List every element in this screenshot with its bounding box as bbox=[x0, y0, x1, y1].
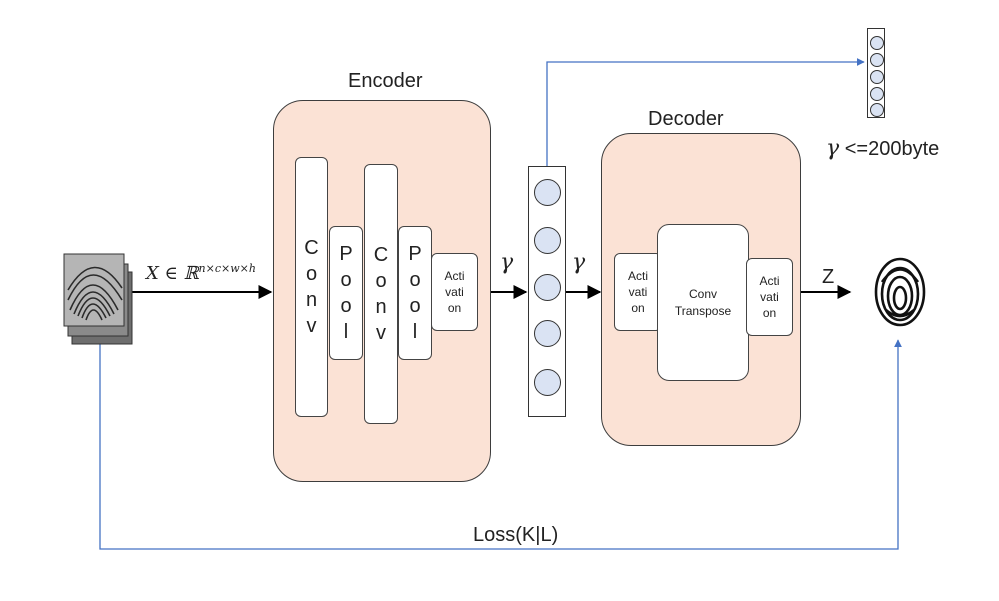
decoder-title: Decoder bbox=[648, 108, 724, 130]
latent-label-right: γ bbox=[572, 250, 586, 275]
code-node bbox=[870, 103, 884, 117]
encoder-title: Encoder bbox=[348, 70, 423, 92]
decoder-conv-transpose: Conv Transpose bbox=[657, 224, 749, 381]
code-size-text: <=200byte bbox=[844, 138, 940, 160]
loss-label: Loss(K|L) bbox=[473, 524, 559, 546]
code-extraction-arrow bbox=[546, 58, 865, 166]
code-size-symbol: γ bbox=[826, 136, 840, 161]
latent-node bbox=[534, 179, 561, 206]
input-label: X ∈ ℝn×c×w×h bbox=[146, 262, 256, 284]
latent-node bbox=[534, 227, 561, 254]
encoder-pool-layer-2: P o o l bbox=[398, 226, 432, 360]
input-label-superscript: n×c×w×h bbox=[198, 262, 256, 275]
output-label: Z bbox=[822, 266, 835, 288]
loss-feedback-arrow bbox=[99, 339, 902, 550]
latent-node bbox=[534, 369, 561, 396]
code-node bbox=[870, 36, 884, 50]
input-fingerprint-stack bbox=[62, 250, 134, 346]
code-node bbox=[870, 87, 884, 101]
decoder-activation-left: Acti vati on bbox=[614, 253, 662, 331]
code-node bbox=[870, 70, 884, 84]
code-size-note: γ <=200byte bbox=[826, 136, 939, 161]
input-label-base: X ∈ ℝ bbox=[146, 263, 199, 284]
decoder-activation-right: Acti vati on bbox=[746, 258, 793, 336]
latent-node bbox=[534, 320, 561, 347]
encoder-activation-layer: Acti vati on bbox=[431, 253, 478, 331]
encoder-conv-layer-1: C o n v bbox=[295, 157, 328, 417]
code-vector bbox=[867, 28, 885, 118]
latent-vector bbox=[528, 166, 566, 417]
latent-node bbox=[534, 274, 561, 301]
encoder-conv-layer-2: C o n v bbox=[364, 164, 398, 424]
encoder-pool-layer-1: P o o l bbox=[329, 226, 363, 360]
latent-label-left: γ bbox=[500, 250, 514, 275]
code-node bbox=[870, 53, 884, 67]
output-fingerprint bbox=[872, 252, 928, 328]
